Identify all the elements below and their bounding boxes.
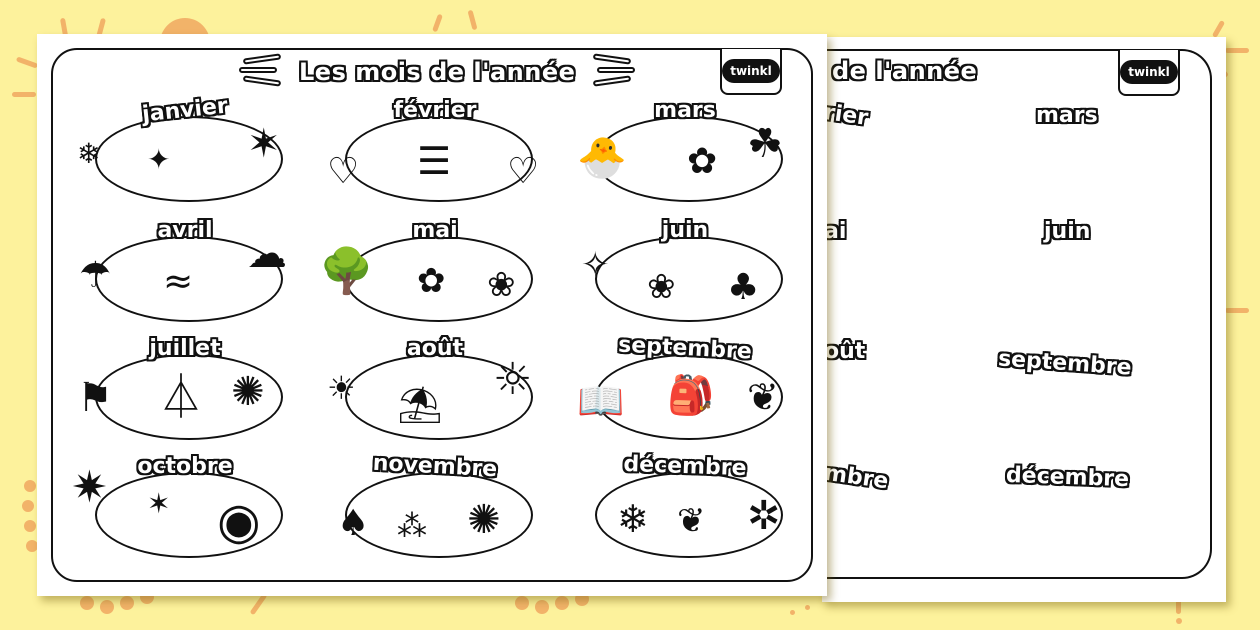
- title-swoosh-icon: [239, 67, 277, 73]
- clover-icon: ☘: [747, 121, 783, 167]
- month-oval: [595, 236, 783, 322]
- snowflake-icon: ❄: [617, 497, 649, 541]
- tree-icon: 🌳: [319, 246, 374, 297]
- month-label: juin: [1044, 219, 1091, 244]
- worksheet-blank: de l'année twinkl rier mars ai juin oût …: [792, 37, 1226, 602]
- month-cell-janvier: janvier ❄ ✦ ✶: [67, 94, 303, 210]
- star-icon: ✦: [147, 143, 171, 176]
- firework-icon: ✺: [231, 369, 265, 415]
- month-oval: [345, 236, 533, 322]
- month-label: février: [393, 98, 477, 123]
- month-label: décembre: [623, 451, 747, 482]
- grass-icon: ⁂: [397, 509, 427, 544]
- butterfly-icon: ✿: [417, 261, 446, 301]
- flower-icon: ❀: [487, 265, 516, 305]
- month-label: juillet: [149, 336, 221, 361]
- heart-icon: ♡: [327, 151, 360, 192]
- month-cell-juillet: juillet ⚑ ⏃ ✺: [67, 332, 303, 448]
- worksheet-border: [51, 48, 813, 582]
- month-label: juin: [661, 218, 709, 243]
- month-cell-novembre: novembre ♠ ⁂ ✺: [317, 450, 553, 566]
- month-cell-mars: mars 🐣 ✿ ☘: [567, 94, 803, 210]
- star-icon: ✶: [147, 487, 171, 520]
- worksheet-title: de l'année: [832, 57, 978, 85]
- worksheet-illustrated: Les mois de l'année twinkl janvier ❄ ✦ ✶…: [37, 34, 827, 596]
- twinkl-logo: twinkl: [722, 59, 780, 83]
- worksheet-title: Les mois de l'année: [299, 58, 576, 86]
- month-cell-mai: mai 🌳 ✿ ❀: [317, 214, 553, 330]
- fish-icon: ≈: [163, 261, 194, 302]
- month-label: mai: [412, 218, 458, 243]
- eiffel-tower-icon: ⏃: [159, 372, 203, 423]
- rainbow-icon: ☂: [79, 255, 112, 296]
- rain-cloud-icon: ☁: [247, 231, 287, 277]
- month-oval: [345, 116, 533, 202]
- month-label: mars: [1036, 103, 1098, 128]
- flag-icon: ⚑: [77, 375, 113, 421]
- firework-icon: ✶: [247, 121, 281, 167]
- sun-icon: ☼: [493, 354, 533, 405]
- book-icon: 📖: [577, 379, 625, 423]
- chick-icon: 🐣: [577, 135, 627, 181]
- backpack-icon: 🎒: [667, 373, 715, 417]
- month-oval: [595, 472, 783, 558]
- leaf-icon: ❦: [747, 375, 779, 419]
- month-label: mars: [654, 98, 716, 123]
- sunglasses-icon: ☀: [327, 369, 356, 407]
- twinkl-logo-box: twinkl: [720, 49, 782, 95]
- mushroom-icon: ♠: [337, 503, 370, 544]
- month-cell-decembre: décembre ❄ ❦ ✲: [567, 450, 803, 566]
- month-label: octobre: [137, 454, 233, 479]
- month-oval: [595, 116, 783, 202]
- holly-icon: ❦: [677, 501, 706, 541]
- flower-icon: ❀: [647, 267, 676, 307]
- kite-icon: ✧: [581, 245, 610, 285]
- month-cell-juin: juin ✧ ❀ ♣: [567, 214, 803, 330]
- christmas-tree-icon: ✲: [747, 493, 781, 539]
- month-oval: [95, 354, 283, 440]
- month-cell-avril: avril ☂ ≈ ☁: [67, 214, 303, 330]
- twinkl-logo: twinkl: [1120, 60, 1178, 84]
- pumpkin-icon: ◉: [217, 492, 261, 550]
- month-oval: [345, 472, 533, 558]
- month-label: août: [406, 336, 464, 361]
- month-oval: [345, 354, 533, 440]
- month-oval: [95, 116, 283, 202]
- chrysanthemum-icon: ✺: [467, 497, 501, 543]
- month-oval: [95, 472, 283, 558]
- sandcastle-icon: ⛱: [397, 385, 443, 426]
- month-cell-septembre: septembre 📖 🎒 ❦: [567, 332, 803, 448]
- month-label: décembre: [1005, 462, 1130, 493]
- month-label: avril: [157, 218, 213, 243]
- snowdrop-icon: ❄: [77, 137, 101, 170]
- month-oval: [595, 354, 783, 440]
- twinkl-logo-box: twinkl: [1118, 50, 1180, 96]
- pancake-stack-icon: ☰: [417, 139, 452, 183]
- title-swoosh-icon: [597, 67, 635, 73]
- strawberry-icon: ♣: [727, 267, 760, 308]
- month-oval: [95, 236, 283, 322]
- month-label: ai: [824, 219, 847, 244]
- month-label: oût: [824, 339, 866, 364]
- heart-icon: ♡: [507, 151, 540, 192]
- daffodil-icon: ✿: [687, 141, 718, 182]
- month-cell-fevrier: février ♡ ☰ ♡: [317, 94, 553, 210]
- spiderweb-icon: ✷: [71, 462, 108, 513]
- worksheet-border: [792, 49, 1212, 579]
- month-cell-octobre: octobre ✷ ✶ ◉: [67, 450, 303, 566]
- month-cell-aout: août ☀ ⛱ ☼: [317, 332, 553, 448]
